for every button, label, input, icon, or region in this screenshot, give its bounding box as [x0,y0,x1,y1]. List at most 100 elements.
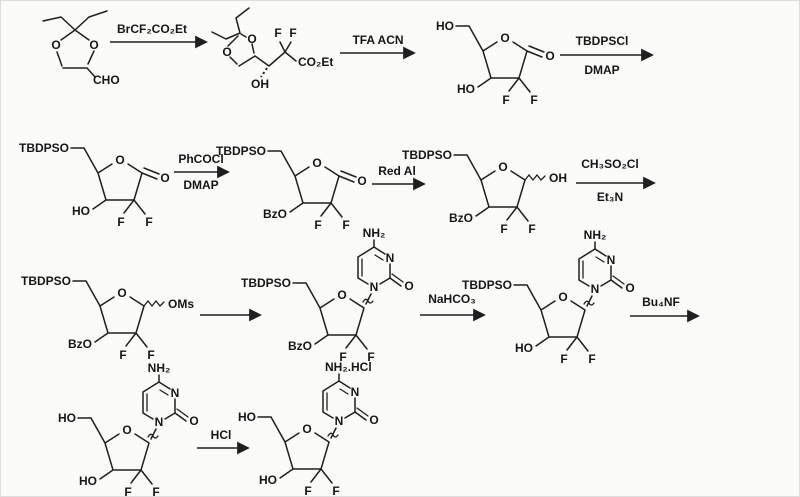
structure-gemcitabine-free-base: O F F HO HO N N O NH₂ [58,361,199,497]
carbonyl-oxygen-label: O [404,279,413,293]
ring-oxygen-label: O [222,45,231,59]
fluorine-label: F [342,218,349,232]
ring-nitrogen-label: N [171,386,180,400]
ring-oxygen-label: O [302,422,311,436]
silyl-ether-label: TBDPSO [462,278,512,292]
fluorine-label: F [332,484,339,497]
ring-oxygen-label: O [500,31,509,45]
carbonyl-oxygen-label: O [545,49,554,63]
ring-nitrogen-label: N [607,253,616,267]
arrow-step-1: BrCF₂CO₂Et [110,22,208,49]
ring-oxygen-label: O [247,32,256,46]
stereo-hash-bond [260,67,268,78]
reagent-label: BrCF₂CO₂Et [117,22,187,36]
structure-tbdps-lactone: O O F F HO TBDPSO [19,141,170,229]
arrow-step-8: NaHCO₃ [420,292,486,322]
silyl-ether-label: TBDPSO [216,144,266,158]
structure-mesylate: O OMs F F BzO TBDPSO [21,274,194,362]
mesylate-label: OMs [168,297,194,311]
hydroxyl-label: HO [79,474,97,488]
structure-difluoro-ester-adduct: O O F F CO₂Et OH [211,7,333,91]
reagent-label: DMAP [584,63,619,77]
fluorine-label: F [147,348,154,362]
ring-nitrogen-label: N [370,280,379,294]
carbonyl-oxygen-label: O [369,413,378,427]
aldehyde-label: CHO [93,73,120,87]
anomeric-hydroxyl-label: OH [549,171,567,185]
hydroxyl-label: HO [72,204,90,218]
reagent-label: NaHCO₃ [428,292,476,306]
fluorine-label: F [528,222,535,236]
hydroxyl-label: HO [515,341,533,355]
ring-nitrogen-label: N [386,251,395,265]
arrow-step-6: CH₃SO₂Cl Et₃N [576,157,656,204]
amino-hydrochloride-label: NH₂.HCl [325,360,372,374]
fluorine-label: F [588,352,595,366]
reagent-label: Bu₄NF [642,295,680,309]
ester-label: CO₂Et [298,55,333,69]
fluorine-label: F [117,215,124,229]
ring-nitrogen-label: N [335,414,344,428]
arrow-step-3: TBDPSCl DMAP [560,34,654,77]
silyl-ether-label: TBDPSO [19,141,69,155]
arrow-step-10: HCl [197,428,250,455]
benzoate-label: BzO [68,337,92,351]
ring-oxygen-label: O [51,38,60,52]
carbonyl-oxygen-label: O [625,281,634,295]
structure-difluoro-lactone: O O F F HO HO [436,19,555,107]
ring-oxygen-label: O [115,153,124,167]
ring-oxygen-label: O [117,286,126,300]
fluorine-label: F [124,485,131,497]
reagent-label: HCl [211,428,232,442]
reagent-label: Et₃N [597,190,623,204]
reagent-label: TFA ACN [352,33,403,47]
arrow-step-2: TFA ACN [340,33,416,60]
arrow-step-9: Bu₄NF [630,295,700,323]
amino-label: NH₂ [584,228,607,242]
silyl-ether-label: TBDPSO [241,276,291,290]
structure-benzoyl-lactone: O O F F BzO TBDPSO [216,144,367,232]
benzoate-label: BzO [263,207,287,221]
fluorine-label: F [145,215,152,229]
hydroxymethyl-label: HO [436,19,454,33]
arrow-step-4: PhCOCl DMAP [174,152,230,192]
ring-oxygen-label: O [312,156,321,170]
fluorine-label: F [152,485,159,497]
ring-oxygen-label: O [122,423,131,437]
structure-gemcitabine-hydrochloride: O F F HO HO N N O NH₂.HCl [238,360,379,497]
ring-nitrogen-label: N [591,282,600,296]
fluorine-label: F [304,484,311,497]
benzoate-label: BzO [288,339,312,353]
reagent-label: DMAP [183,178,218,192]
fluorine-label: F [314,218,321,232]
carbonyl-oxygen-label: O [189,414,198,428]
bond [211,7,297,67]
silyl-ether-label: TBDPSO [21,274,71,288]
fluorine-label: F [502,93,509,107]
fluorine-label: F [530,93,537,107]
fluorine-label: F [119,348,126,362]
benzoate-label: BzO [449,211,473,225]
fluorine-label: F [560,352,567,366]
fluorine-label: F [500,222,507,236]
carbonyl-oxygen-label: O [160,171,169,185]
structure-lactol: O OH F F BzO TBDPSO [402,148,567,236]
ring-nitrogen-label: N [155,415,164,429]
reagent-label: Red Al [378,164,416,178]
reagent-label: PhCOCl [178,152,223,166]
fluorine-label: F [289,26,296,40]
bond [42,10,108,78]
ring-nitrogen-label: N [351,385,360,399]
structure-dioxolane-aldehyde: O O CHO [42,10,120,87]
hydroxymethyl-label: HO [58,411,76,425]
fluorine-label: F [367,350,374,364]
hydroxyl-label: OH [251,77,269,91]
hydroxyl-label: HO [457,82,475,96]
reagent-label: TBDPSCl [576,34,629,48]
arrow-step-5: Red Al [372,164,426,191]
silyl-ether-label: TBDPSO [402,148,452,162]
structure-tbdps-nucleoside: O F F HO TBDPSO N N O NH₂ [462,228,635,366]
fluorine-label: F [274,26,281,40]
